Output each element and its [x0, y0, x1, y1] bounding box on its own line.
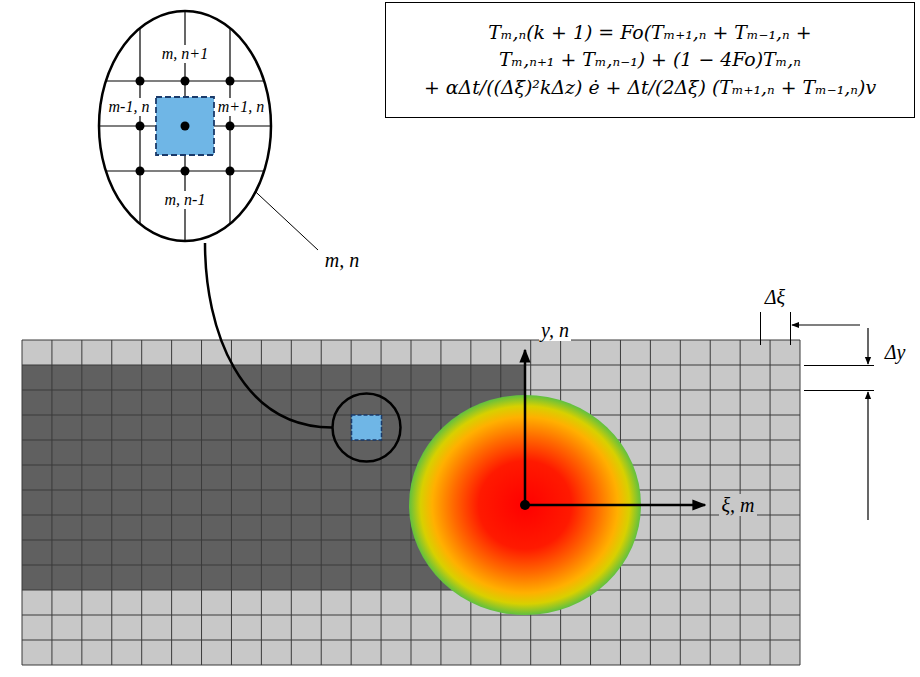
dimension-arrow [867, 328, 868, 364]
origin-dot [520, 500, 530, 510]
node-label: m, n [323, 249, 361, 271]
equation-line: Tₘ,ₙ(k + 1) = Fo(Tₘ₊₁,ₙ + Tₘ₋₁,ₙ + [396, 19, 904, 46]
axis-label: ξ, m [719, 494, 756, 516]
focus-circle [333, 394, 401, 462]
dimension-label: Δξ [763, 286, 787, 308]
stencil-label: m, n+1 [160, 45, 210, 63]
dimension-line [804, 365, 874, 366]
dimension-line [760, 312, 761, 345]
zoom-connector [205, 243, 332, 428]
equation-line: Tₘ,ₙ₊₁ + Tₘ,ₙ₋₁) + (1 − 4Fo)Tₘ,ₙ [396, 46, 904, 73]
dimension-arrow [792, 324, 860, 325]
stencil-label: m, n-1 [163, 191, 208, 209]
stencil-magnifier: m, n+1 m-1, n m+1, n m, n-1 [98, 10, 272, 242]
grid-lines [22, 340, 800, 665]
equation-box: Tₘ,ₙ(k + 1) = Fo(Tₘ₊₁,ₙ + Tₘ₋₁,ₙ +Tₘ,ₙ₊₁… [385, 2, 915, 118]
dimension-line [790, 312, 791, 345]
dimension-arrow [867, 392, 868, 520]
axis-label: y, n [539, 319, 571, 341]
dimension-label: Δy [883, 341, 908, 363]
equation-line: + αΔt/((Δξ)²kΔz) ė + Δt/(2Δξ) (Tₘ₊₁,ₙ + … [396, 74, 904, 101]
stencil-label: m-1, n [107, 98, 152, 116]
y-axis [524, 350, 527, 505]
xi-axis [525, 504, 705, 507]
grid-ground [22, 340, 800, 665]
highlight-cell [352, 415, 382, 440]
dimension-line [804, 390, 874, 391]
stencil-label: m+1, n [216, 98, 266, 116]
